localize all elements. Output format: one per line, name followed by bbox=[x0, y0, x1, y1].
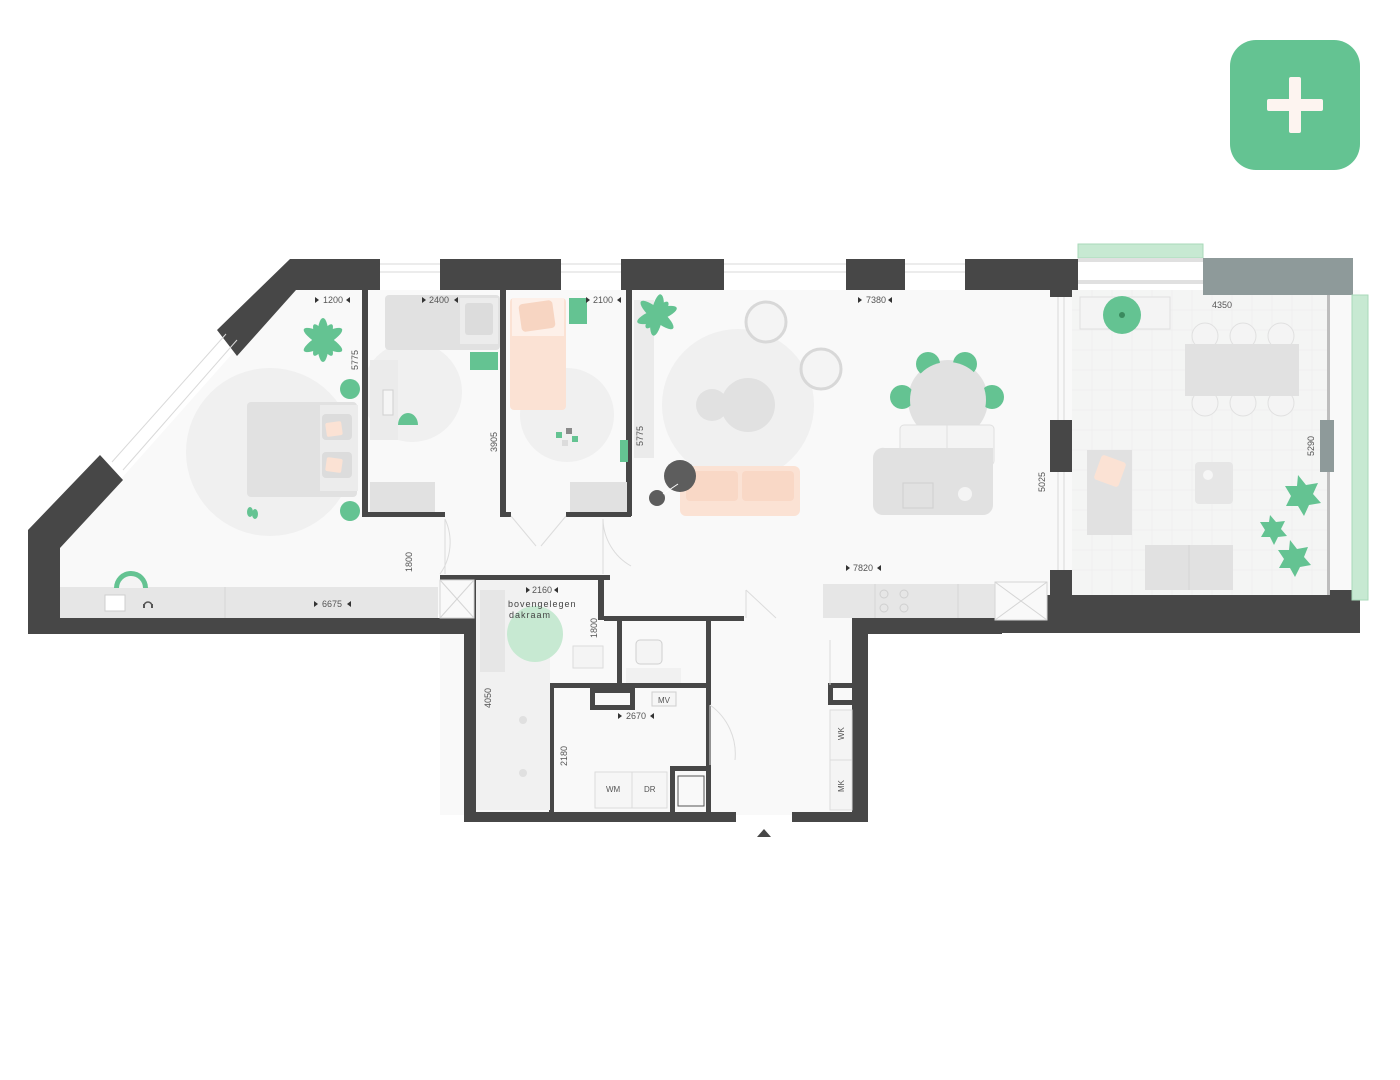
dim-2160: 2160 bbox=[526, 585, 558, 595]
dimension-labels: 1200 2400 2100 7380 4350 6675 7820 2160 … bbox=[314, 295, 1316, 766]
dim-2100: 2100 bbox=[586, 295, 621, 305]
dim-text: 2160 bbox=[532, 585, 552, 595]
wk-label: WK bbox=[837, 726, 846, 740]
dim-7820: 7820 bbox=[846, 563, 881, 573]
skylight-label-line2: dakraam bbox=[509, 610, 551, 620]
dim-text: 7820 bbox=[853, 563, 873, 573]
balcony-railing bbox=[1077, 243, 1369, 601]
dim-text: 2670 bbox=[626, 711, 646, 721]
dim-7380: 7380 bbox=[858, 295, 892, 305]
balcony-furniture bbox=[1079, 296, 1321, 590]
dim-1800-a: 1800 bbox=[404, 552, 414, 572]
dim-2400: 2400 bbox=[422, 295, 458, 305]
walls bbox=[28, 259, 1360, 822]
dim-5025: 5025 bbox=[1037, 472, 1047, 492]
dim-5775-a: 5775 bbox=[350, 350, 360, 370]
dim-4050: 4050 bbox=[483, 688, 493, 708]
bedroom-3-furniture bbox=[510, 294, 677, 512]
dim-2180: 2180 bbox=[559, 746, 569, 766]
plus-icon bbox=[1267, 77, 1323, 133]
dr-label: DR bbox=[644, 785, 656, 794]
dim-5290: 5290 bbox=[1306, 436, 1316, 456]
living-furniture bbox=[439, 300, 1048, 621]
dim-2670: 2670 bbox=[618, 711, 654, 721]
mv-label: MV bbox=[658, 696, 671, 705]
room-labels: bovengelegen dakraam MV WM DR WK MK bbox=[508, 599, 846, 794]
dim-5775-b: 5775 bbox=[635, 426, 645, 446]
bedroom-2-furniture bbox=[370, 295, 500, 512]
skylight-label-line1: bovengelegen bbox=[508, 599, 577, 609]
master-bedroom-furniture bbox=[60, 318, 475, 619]
dim-text: 2100 bbox=[593, 295, 613, 305]
mk-label: MK bbox=[837, 779, 846, 792]
dim-1800-b: 1800 bbox=[589, 618, 599, 638]
dim-text: 2400 bbox=[429, 295, 449, 305]
dim-6675: 6675 bbox=[314, 599, 351, 609]
windows bbox=[111, 263, 1065, 570]
dim-text: 7380 bbox=[866, 295, 886, 305]
dim-text: 1200 bbox=[323, 295, 343, 305]
add-button[interactable] bbox=[1230, 40, 1360, 170]
dim-4350: 4350 bbox=[1212, 300, 1232, 310]
dim-1200: 1200 bbox=[315, 295, 350, 305]
wm-label: WM bbox=[606, 785, 621, 794]
dim-3905: 3905 bbox=[489, 432, 499, 452]
dim-text: 6675 bbox=[322, 599, 342, 609]
service-core-furniture bbox=[476, 580, 853, 837]
